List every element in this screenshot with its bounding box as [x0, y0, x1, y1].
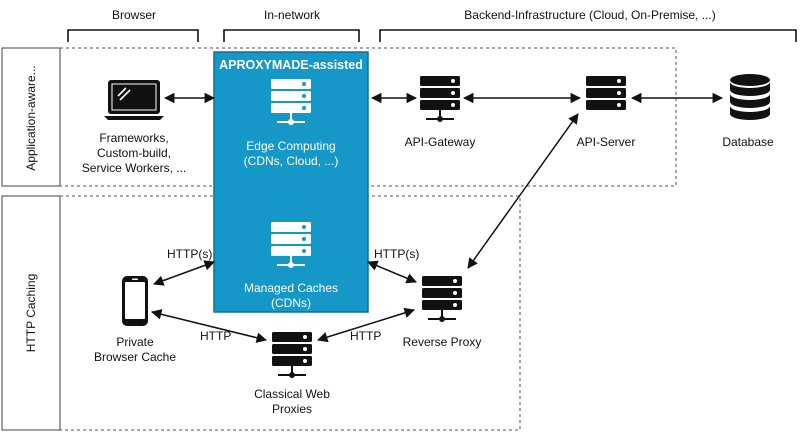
classical-web-proxies-label-line: Classical Web — [254, 387, 330, 401]
laptop-label-line: Frameworks, — [99, 131, 168, 145]
reverse-proxy-server-icon — [422, 276, 462, 322]
private-browser-cache-label-line: Private — [116, 335, 154, 349]
column-header-in-network: In-network — [223, 8, 360, 42]
column-header-browser: Browser — [67, 8, 199, 42]
column-label-browser: Browser — [112, 8, 156, 22]
row-label-application-aware: Application-aware... — [24, 65, 38, 170]
edge-classical-reverse — [316, 307, 416, 343]
laptop-label-line: Service Workers, ... — [82, 161, 186, 175]
api-server-label-line: API-Server — [577, 135, 636, 149]
aproxymade-title: APROXYMADE-assisted — [219, 58, 363, 72]
managed-caches-server-icon — [271, 222, 311, 268]
api-gateway-label: API-Gateway — [405, 135, 476, 149]
connections — [150, 92, 724, 343]
api-gateway-label-line: API-Gateway — [405, 135, 476, 149]
phone-icon — [122, 276, 148, 326]
api-server-label: API-Server — [577, 135, 636, 149]
database-icon — [730, 74, 770, 120]
column-label-in-network: In-network — [264, 8, 321, 22]
classical-web-proxies-label-line: Proxies — [272, 402, 312, 416]
managed-caches-label-line: Managed Caches — [244, 281, 338, 295]
edge-computing-server-icon — [271, 79, 311, 125]
laptop-label: Frameworks,Custom-build,Service Workers,… — [82, 131, 186, 175]
database-label-line: Database — [722, 135, 774, 149]
node-labels: Frameworks,Custom-build,Service Workers,… — [82, 131, 774, 416]
edge-phone-classical — [150, 309, 268, 343]
edge-computing-label: Edge Computing(CDNs, Cloud, ...) — [244, 139, 339, 168]
managed-caches-label-line: (CDNs) — [271, 296, 311, 310]
api-gateway-server-icon — [420, 76, 460, 122]
private-browser-cache-label-line: Browser Cache — [94, 350, 176, 364]
edge-label-classical-reverse: HTTP — [350, 329, 381, 343]
database-label: Database — [722, 135, 774, 149]
classical-proxy-server-icon — [272, 332, 312, 378]
reverse-proxy-label-line: Reverse Proxy — [403, 335, 482, 349]
edge-label-managed-reverse: HTTP(s) — [374, 247, 419, 261]
edge-computing-label-line: Edge Computing — [246, 139, 335, 153]
column-label-backend: Backend-Infrastructure (Cloud, On-Premis… — [464, 8, 715, 22]
laptop-icon — [104, 80, 164, 120]
row-label-http-caching: HTTP Caching — [24, 274, 38, 352]
row-http-caching: HTTP Caching — [1, 195, 521, 431]
edge-label-phone-managed: HTTP(s) — [167, 247, 212, 261]
api-server-icon — [586, 76, 626, 110]
edge-phone-managed — [153, 260, 215, 286]
edge-computing-label-line: (CDNs, Cloud, ...) — [244, 154, 339, 168]
laptop-label-line: Custom-build, — [97, 146, 171, 160]
edge-managed-reverse — [367, 260, 417, 284]
managed-caches-label: Managed Caches(CDNs) — [244, 281, 338, 310]
column-header-backend: Backend-Infrastructure (Cloud, On-Premis… — [379, 8, 797, 42]
edge-label-phone-classical: HTTP — [200, 329, 231, 343]
reverse-proxy-label: Reverse Proxy — [403, 335, 482, 349]
edge-apiserver-reverse-proxy — [467, 113, 579, 269]
